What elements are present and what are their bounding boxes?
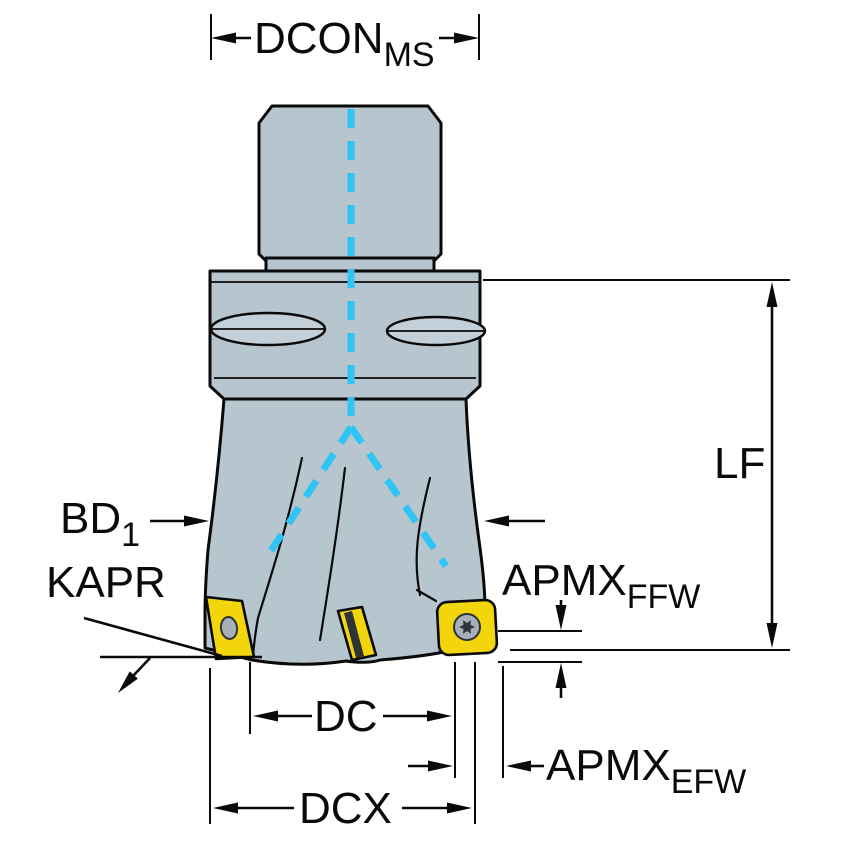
torx-icon bbox=[459, 620, 475, 634]
label-apmx-efw: APMXEFW bbox=[546, 741, 746, 801]
dimension-apmx-ffw: APMXFFW bbox=[498, 556, 700, 698]
arrowhead-left-icon bbox=[213, 802, 238, 814]
dimension-lf: LF bbox=[483, 279, 790, 651]
insert-left-screw bbox=[219, 616, 239, 640]
label-kapr: KAPR bbox=[46, 558, 166, 607]
label-apmx-ffw: APMXFFW bbox=[502, 556, 700, 616]
dimension-kapr: KAPR bbox=[46, 558, 262, 693]
drive-slot-right bbox=[385, 315, 487, 347]
insert-left bbox=[204, 595, 256, 661]
dimension-dc: DC bbox=[249, 662, 456, 778]
arrowhead-left-icon bbox=[253, 710, 278, 722]
flute-line-right bbox=[415, 476, 432, 597]
angle-arrowhead-icon bbox=[118, 671, 138, 693]
arrowhead-right-icon bbox=[427, 710, 452, 722]
arrowhead-down-icon bbox=[766, 623, 778, 648]
cutter-body bbox=[203, 397, 487, 666]
label-dcon-ms: DCONMS bbox=[254, 14, 435, 74]
arrowhead-left-icon bbox=[211, 32, 236, 44]
coolant-branch-left bbox=[264, 425, 354, 559]
label-dcx: DCX bbox=[299, 784, 392, 833]
arrowhead-right-icon bbox=[184, 515, 209, 527]
arrowhead-left-icon bbox=[484, 515, 509, 527]
insert-center-edge bbox=[344, 611, 364, 658]
flute-line-left bbox=[251, 456, 304, 657]
dimension-apmx-efw: APMXEFW bbox=[408, 666, 746, 801]
dimension-dcon-ms: DCONMS bbox=[210, 14, 480, 74]
coolant-branch-right bbox=[348, 425, 449, 568]
label-dc: DC bbox=[314, 692, 378, 741]
label-lf: LF bbox=[714, 439, 765, 488]
arrowhead-up-icon bbox=[766, 282, 778, 307]
arrowhead-down-icon bbox=[555, 605, 567, 630]
insert-right bbox=[435, 598, 499, 657]
pocket-edge-right bbox=[415, 588, 438, 603]
tool-body bbox=[203, 104, 499, 666]
coolant-channels bbox=[264, 109, 449, 568]
arrowhead-right-icon bbox=[428, 760, 453, 772]
arrowhead-left-icon bbox=[506, 760, 531, 772]
dimension-bd1: BD1 bbox=[60, 494, 545, 554]
label-bd1: BD1 bbox=[60, 494, 140, 554]
dimension-dcx: DCX bbox=[209, 662, 476, 833]
arrowhead-up-icon bbox=[555, 663, 567, 688]
arrowhead-right-icon bbox=[447, 802, 472, 814]
drive-slot-left bbox=[209, 311, 327, 347]
arrowhead-right-icon bbox=[454, 32, 479, 44]
insert-center bbox=[336, 605, 378, 662]
flute-line-center bbox=[318, 466, 347, 642]
